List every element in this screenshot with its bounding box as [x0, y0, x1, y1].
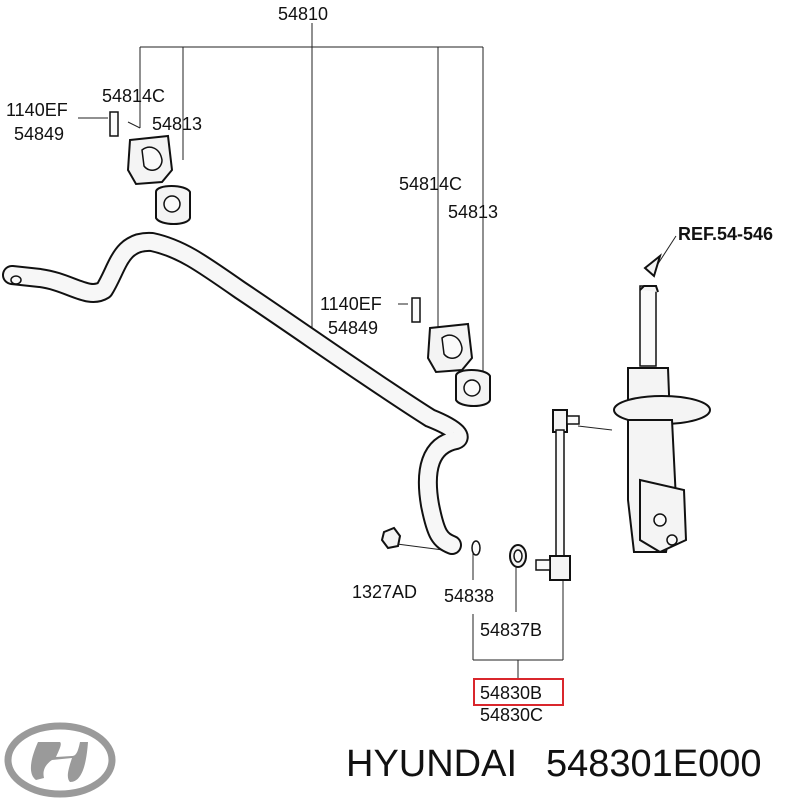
stabilizer-link	[535, 409, 580, 581]
left-bracket-assembly	[109, 111, 191, 225]
left-bolt	[109, 111, 119, 137]
washer-part	[471, 540, 481, 556]
label-link-highlight: 54830B	[480, 683, 542, 703]
right-bracket-assembly	[411, 297, 491, 407]
nut-part	[380, 526, 402, 550]
label-bushing-left: 54813	[152, 114, 202, 134]
label-bolt-left-1: 1140EF	[6, 100, 68, 120]
label-nut: 1327AD	[352, 582, 417, 602]
logo-h-icon	[30, 742, 88, 782]
brand-name: HYUNDAI	[346, 743, 517, 785]
label-strut-ref: REF.54-546	[678, 224, 773, 244]
link-rod	[555, 429, 565, 561]
part-labels: 54810 54814C 54813 1140EF 54849 54814C 5…	[6, 4, 773, 725]
part-number: 548301E000	[546, 743, 762, 785]
label-bolt-left-2: 54849	[14, 124, 64, 144]
right-bolt	[411, 297, 421, 323]
label-bracket-left: 54814C	[102, 86, 165, 106]
hyundai-logo	[4, 722, 116, 798]
strut-assembly	[613, 253, 711, 554]
hardware	[380, 526, 527, 568]
label-bolt-right-1: 1140EF	[320, 294, 382, 314]
label-link-alt: 54830C	[480, 705, 543, 725]
link-upper-ball-joint	[552, 409, 568, 433]
label-bushing-right: 54813	[448, 202, 498, 222]
label-boot: 54837B	[480, 620, 542, 640]
logo-oval-icon	[4, 722, 116, 798]
label-bracket-right: 54814C	[399, 174, 462, 194]
stabilizer-bar	[2, 231, 469, 555]
label-bolt-right-2: 54849	[328, 318, 378, 338]
link-lower-ball-joint	[549, 555, 571, 581]
label-stabilizer-bar: 54810	[278, 4, 328, 24]
strut-rod	[639, 285, 657, 367]
label-washer: 54838	[444, 586, 494, 606]
highlight-box	[473, 678, 564, 706]
